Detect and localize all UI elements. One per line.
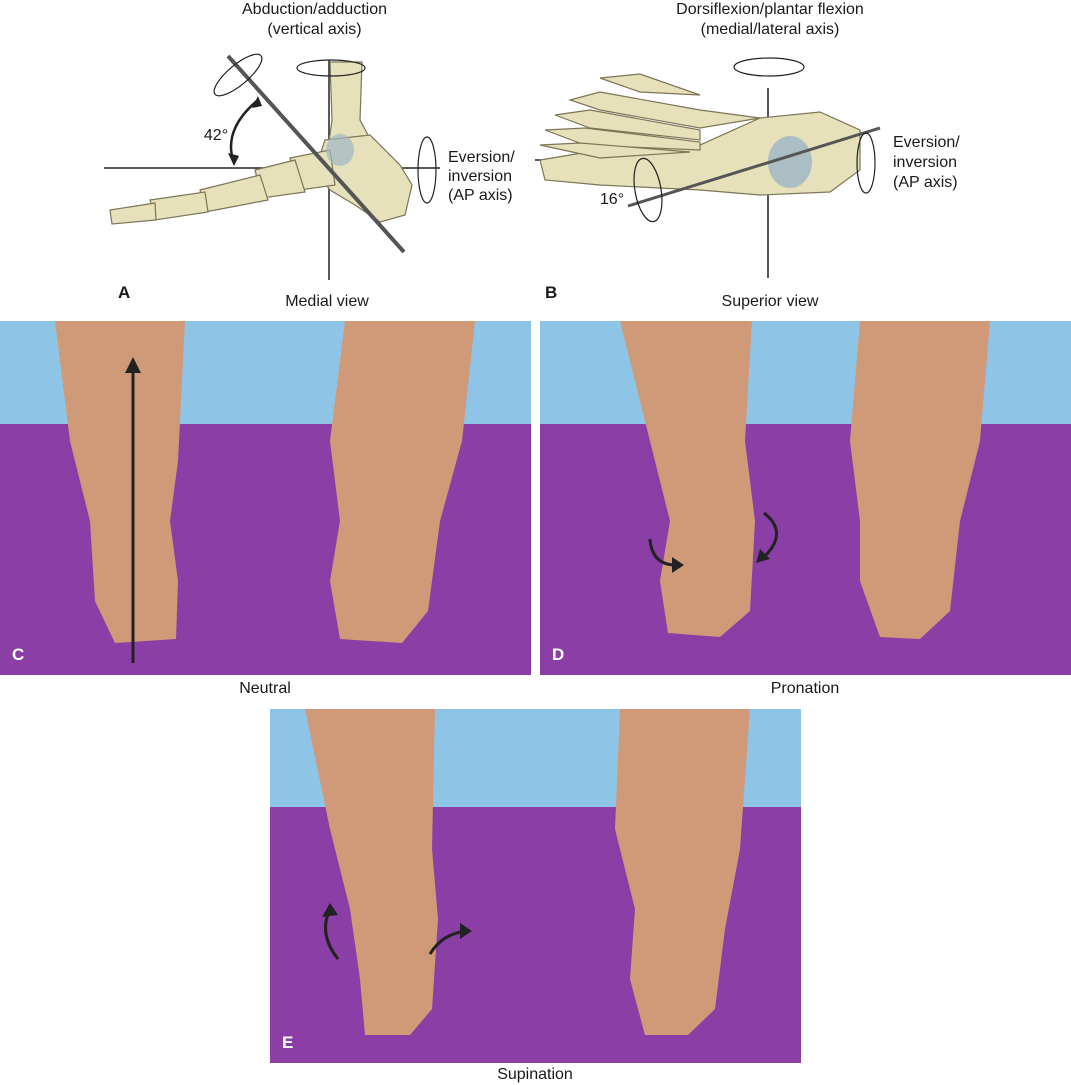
panel-a-caption: Medial view xyxy=(285,293,369,310)
panel-a-angle-label: 42° xyxy=(203,127,229,144)
panel-b-right-label-1: Eversion/ xyxy=(893,134,960,151)
panel-b-letter: B xyxy=(545,283,558,302)
panel-c-caption: Neutral xyxy=(239,680,291,697)
panel-e-caption: Supination xyxy=(497,1066,573,1083)
curved-arrow-icon xyxy=(760,511,778,561)
oblique-axis-line xyxy=(226,54,406,254)
panel-a-right-label-2: inversion xyxy=(448,168,513,185)
panel-a-diagram xyxy=(104,53,440,280)
foot-bones-superior xyxy=(539,73,861,196)
panel-b-angle-label: 16° xyxy=(599,191,625,208)
panel-b-title-line2: (medial/lateral axis) xyxy=(700,21,840,38)
oblique-axis-line-b xyxy=(627,126,881,208)
left-leg xyxy=(620,321,755,637)
left-leg xyxy=(55,321,185,643)
panel-a-right-label-1: Eversion/ xyxy=(448,149,515,166)
rotation-arrow-icon xyxy=(633,57,876,223)
panel-b-right-label-3: (AP axis) xyxy=(893,174,958,191)
left-leg xyxy=(305,709,438,1035)
panel-e-letter: E xyxy=(282,1033,294,1052)
panel-a-right-label-3: (AP axis) xyxy=(448,187,513,204)
panel-d-photo: D xyxy=(540,321,1071,675)
right-leg xyxy=(330,321,475,643)
right-leg xyxy=(850,321,990,639)
panel-a-title-line1: Abduction/adduction xyxy=(242,1,387,18)
right-leg xyxy=(615,709,750,1035)
panel-d-caption: Pronation xyxy=(770,680,840,697)
panel-c-letter: C xyxy=(12,645,25,664)
panel-b-diagram xyxy=(535,57,881,278)
panel-a-letter: A xyxy=(118,283,131,302)
panel-b-caption: Superior view xyxy=(721,293,819,310)
arrow-head-icon xyxy=(125,357,141,373)
panel-b-right-label-2: inversion xyxy=(893,154,958,171)
panel-d-letter: D xyxy=(552,645,565,664)
panel-c-photo: C xyxy=(0,321,531,675)
panel-e-photo: E xyxy=(270,709,801,1063)
panel-b-title-line1: Dorsiflexion/plantar flexion xyxy=(676,1,864,18)
panel-a-title-line2: (vertical axis) xyxy=(267,21,362,38)
rotation-arrow-icon xyxy=(213,53,437,204)
